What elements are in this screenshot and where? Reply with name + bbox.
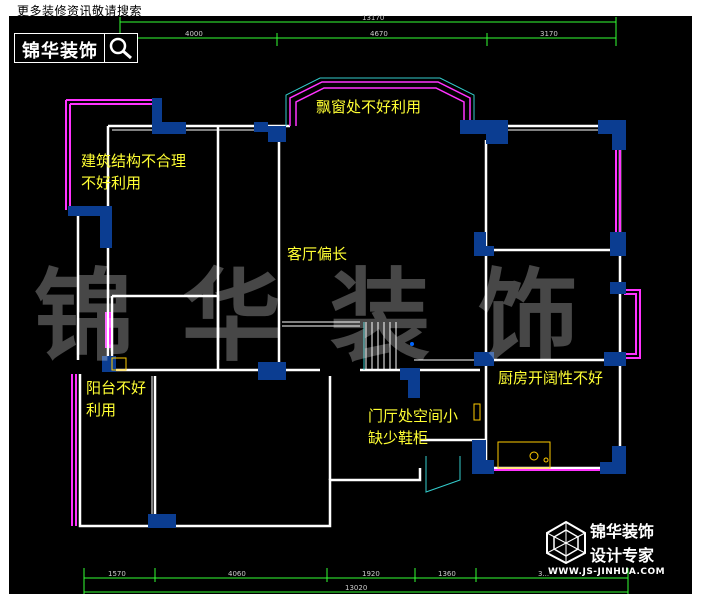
brand-url: WWW.JS-JINHUA.COM <box>548 567 666 577</box>
bottom-dim-5: 3... <box>538 570 549 578</box>
bottom-dimension <box>83 568 629 594</box>
top-dim-2: 4670 <box>370 30 388 38</box>
brand-logo-icon <box>546 520 586 564</box>
label-balcony-2: 利用 <box>86 401 117 419</box>
top-dimension <box>119 17 617 46</box>
bottom-dim-3: 1920 <box>362 570 380 578</box>
logo-badge: 锦华装饰 <box>14 33 138 63</box>
label-structure-1: 建筑结构不合理 <box>81 152 187 170</box>
brand-line-1: 锦华装饰 <box>590 522 655 541</box>
watermark: 锦华装饰 <box>34 257 626 375</box>
top-dim-3: 3170 <box>540 30 558 38</box>
brand-name: 锦华装饰 设计专家 <box>590 520 654 568</box>
bay-window <box>289 81 471 126</box>
bottom-dim-1: 1570 <box>108 570 126 578</box>
label-structure-2: 不好利用 <box>81 174 142 192</box>
bottom-total-dim: 13020 <box>345 584 367 592</box>
brand-line-2: 设计专家 <box>590 546 655 565</box>
magnifier-icon[interactable] <box>104 34 137 62</box>
bottom-dim-2: 4060 <box>228 570 246 578</box>
top-caption: 更多装修资讯敬请搜索 <box>17 4 143 18</box>
logo-text: 锦华装饰 <box>22 41 98 62</box>
bottom-dim-4: 1360 <box>438 570 456 578</box>
label-entrance-2: 缺少鞋柜 <box>368 429 429 447</box>
label-balcony-1: 阳台不好 <box>86 379 147 397</box>
windows <box>65 99 641 526</box>
label-living-room: 客厅偏长 <box>287 245 348 263</box>
label-bay-window: 飘窗处不好利用 <box>316 98 422 116</box>
columns <box>68 98 626 528</box>
top-total-dim: 13170 <box>362 14 384 22</box>
top-dim-1: 4000 <box>185 30 203 38</box>
label-entrance-1: 门厅处空间小 <box>368 407 459 425</box>
label-kitchen: 厨房开阔性不好 <box>498 369 604 387</box>
